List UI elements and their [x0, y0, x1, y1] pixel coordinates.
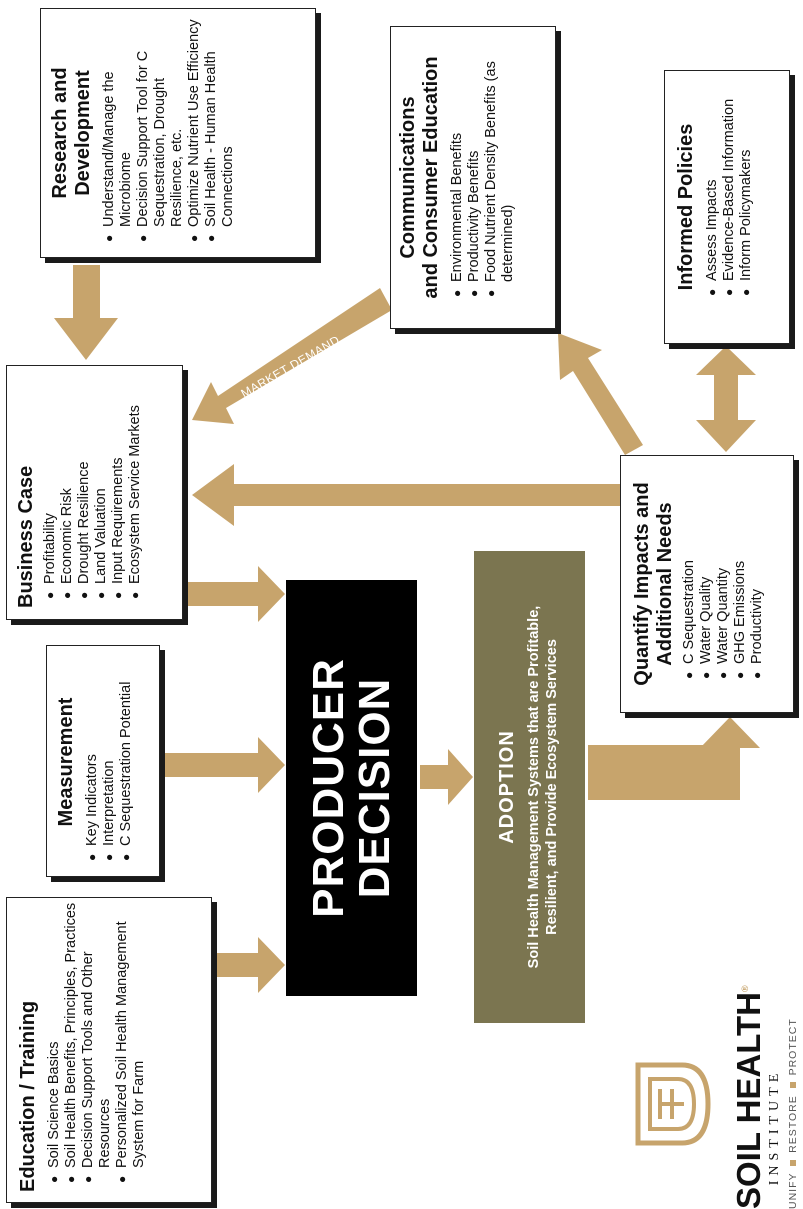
list-item: C Sequestration Potential — [118, 652, 135, 846]
list-item: Productivity — [749, 462, 766, 664]
list-item: Input Requirements — [110, 374, 127, 584]
arrow-quantify-to-communications — [558, 333, 643, 455]
adoption-description: Soil Health Management Systems that are … — [526, 605, 560, 969]
list-item: Decision Support Tools and Other Resourc… — [80, 902, 114, 1168]
list-item: Personalized Soil Health Management Syst… — [114, 902, 148, 1168]
market-demand-label: MARKET DEMAND — [239, 333, 343, 401]
arrow-decision-to-adoption — [420, 749, 473, 805]
adoption-box: ADOPTION Soil Health Management Systems … — [474, 551, 585, 1023]
business-title: Business Case — [15, 465, 37, 608]
list-item: Assess Impacts — [704, 77, 721, 281]
list-item: Profitability — [42, 374, 59, 584]
list-item: Land Valuation — [93, 374, 110, 584]
list-item: Environmental Benefits — [449, 33, 466, 282]
list-item: GHG Emissions — [732, 462, 749, 664]
education-title: Education / Training — [17, 1000, 39, 1192]
policies-box: Informed Policies Assess Impacts Evidenc… — [664, 70, 790, 344]
list-item: Food Nutrient Density Benefits (as deter… — [483, 33, 517, 282]
shield-emblem-icon — [635, 1062, 711, 1146]
arrow-research-to-business — [54, 265, 118, 360]
list-item: Inform Policymakers — [738, 77, 755, 281]
list-item: Water Quality — [698, 462, 715, 664]
list-item: C Sequestration — [681, 462, 698, 664]
business-list: Profitability Economic Risk Drought Resi… — [42, 374, 144, 600]
research-list: Understand/Manage the Microbiome Decisio… — [101, 15, 237, 243]
arrow-market-demand — [192, 288, 392, 424]
list-item: Key Indicators — [84, 652, 101, 846]
list-item: Evidence-Based Information — [721, 77, 738, 281]
soil-health-institute-logo: SOIL HEALTH® INSTITUTE UNIFY RESTORE PRO… — [628, 985, 803, 1209]
arrow-adoption-to-quantify-head — [700, 717, 760, 748]
measurement-title: Measurement — [55, 697, 77, 827]
arrow-education-to-decision — [215, 937, 285, 993]
list-item: Soil Health - Human Health Connections — [203, 15, 237, 227]
list-item: Economic Risk — [59, 374, 76, 584]
measurement-box: Measurement Key Indicators Interpretatio… — [46, 645, 160, 877]
policies-list: Assess Impacts Evidence-Based Informatio… — [704, 77, 755, 297]
arrow-business-to-decision — [187, 566, 285, 622]
list-item: Soil Health Benefits, Principles, Practi… — [63, 902, 80, 1168]
logo-name: SOIL HEALTH® — [730, 985, 767, 1209]
list-item: Optimize Nutrient Use Efficiency — [186, 15, 203, 227]
arrow-policies-quantify — [696, 346, 756, 452]
list-item: Productivity Benefits — [466, 33, 483, 282]
list-item: Understand/Manage the Microbiome — [101, 15, 135, 227]
list-item: Decision Support Tool for C Sequestratio… — [135, 15, 186, 227]
measurement-list: Key Indicators Interpretation C Sequestr… — [84, 652, 135, 862]
list-item: Water Quantity — [715, 462, 732, 664]
logo-tagline: UNIFY RESTORE PROTECT — [787, 1018, 799, 1209]
arrow-measurement-to-decision — [163, 737, 285, 793]
arrow-adoption-to-quantify — [588, 745, 740, 800]
quantify-list: C Sequestration Water Quality Water Quan… — [681, 462, 766, 680]
list-item: Drought Resilience — [76, 374, 93, 584]
list-item: Ecosystem Service Markets — [127, 374, 144, 584]
logo-sub: INSTITUTE — [767, 1068, 782, 1186]
arrow-quantify-to-business — [192, 464, 622, 526]
list-item: Soil Science Basics — [46, 902, 63, 1168]
communications-list: Environmental Benefits Productivity Bene… — [449, 33, 517, 298]
business-box: Business Case Profitability Economic Ris… — [6, 365, 183, 620]
education-list: Soil Science Basics Soil Health Benefits… — [46, 902, 148, 1184]
education-box: Education / Training Soil Science Basics… — [6, 897, 212, 1203]
adoption-title: ADOPTION — [496, 730, 518, 844]
policies-title: Informed Policies — [675, 123, 697, 291]
list-item: Interpretation — [101, 652, 118, 846]
